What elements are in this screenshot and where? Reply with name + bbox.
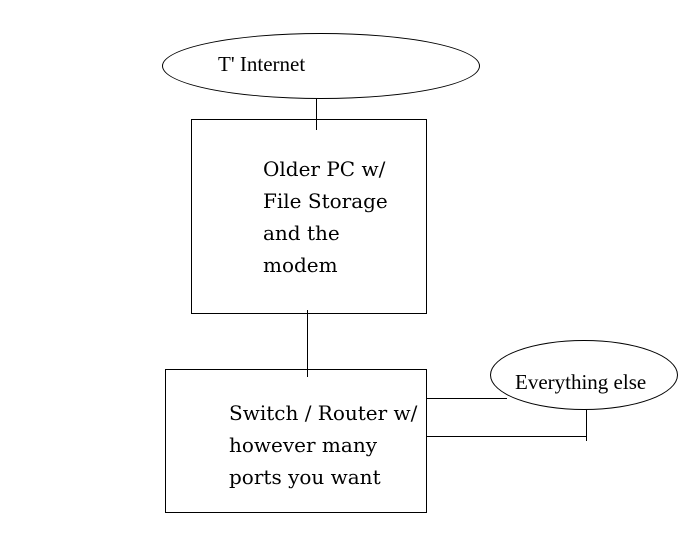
older-pc-label-line: Older PC w/ bbox=[263, 157, 386, 181]
connector-internet-to-pc bbox=[316, 99, 317, 130]
older-pc-label-line: File Storage bbox=[263, 189, 388, 213]
connector-switch-to-else-lower bbox=[427, 436, 587, 437]
switch-router-node bbox=[165, 369, 427, 513]
switch-router-label: Switch / Router w/ however many ports yo… bbox=[229, 397, 417, 493]
internet-node bbox=[162, 33, 480, 99]
connector-switch-to-else-upper bbox=[427, 398, 507, 399]
internet-label: T' Internet bbox=[218, 52, 306, 76]
switch-router-label-line: ports you want bbox=[229, 465, 381, 489]
switch-router-label-line: however many bbox=[229, 433, 377, 457]
connector-pc-to-switch bbox=[307, 310, 308, 377]
older-pc-node bbox=[191, 119, 427, 314]
switch-router-label-line: Switch / Router w/ bbox=[229, 401, 418, 425]
connector-else-vertical-drop bbox=[586, 410, 587, 441]
everything-else-node bbox=[490, 340, 678, 410]
older-pc-label-line: and the bbox=[263, 221, 340, 245]
older-pc-label-line: modem bbox=[263, 253, 338, 277]
older-pc-label: Older PC w/ File Storage and the modem bbox=[263, 153, 388, 281]
everything-else-label: Everything else bbox=[515, 370, 647, 394]
